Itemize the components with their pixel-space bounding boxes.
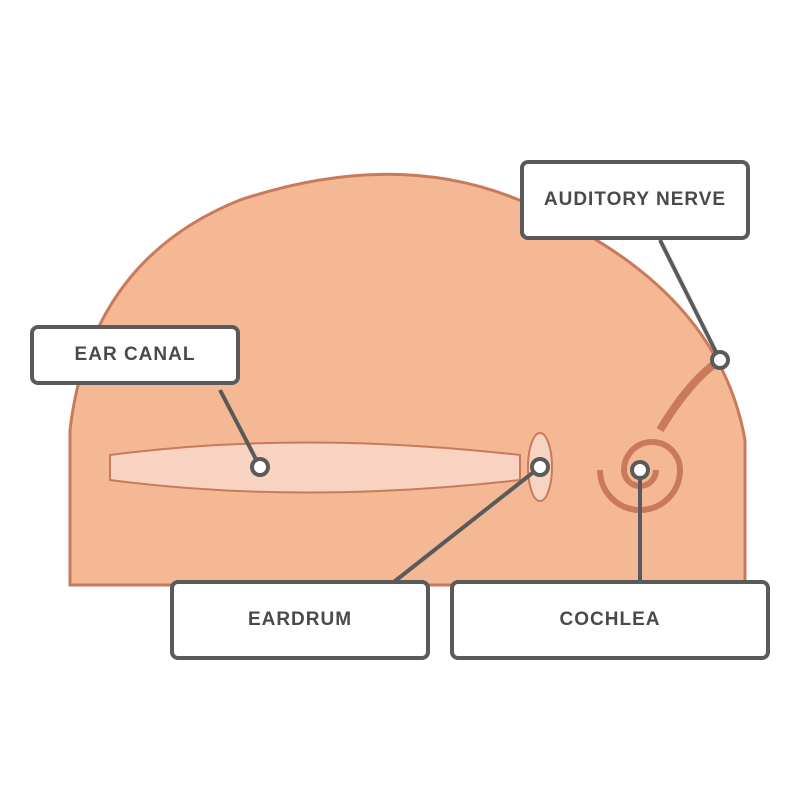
leader-line-canal — [218, 389, 262, 468]
callout-nerve: AUDITORY NERVE — [520, 160, 750, 240]
callout-drum: EARDRUM — [170, 580, 430, 660]
cochlea-shape — [597, 439, 684, 513]
callout-cochlea: COCHLEA — [450, 580, 770, 660]
marker-dot-cochlea — [630, 460, 650, 480]
marker-dot-canal — [250, 457, 270, 477]
marker-dot-nerve — [710, 350, 730, 370]
marker-dot-drum — [530, 457, 550, 477]
leader-line-nerve — [658, 239, 722, 361]
callout-drum-text: EARDRUM — [247, 609, 353, 630]
ear-canal-channel — [109, 441, 521, 494]
callout-cochlea-text: COCHLEA — [559, 609, 661, 630]
callout-nerve-text: AUDITORY NERVE — [543, 189, 727, 210]
leader-line-drum — [388, 465, 542, 587]
callout-canal: EAR CANAL — [30, 325, 240, 385]
callout-canal-text: EAR CANAL — [74, 344, 196, 365]
